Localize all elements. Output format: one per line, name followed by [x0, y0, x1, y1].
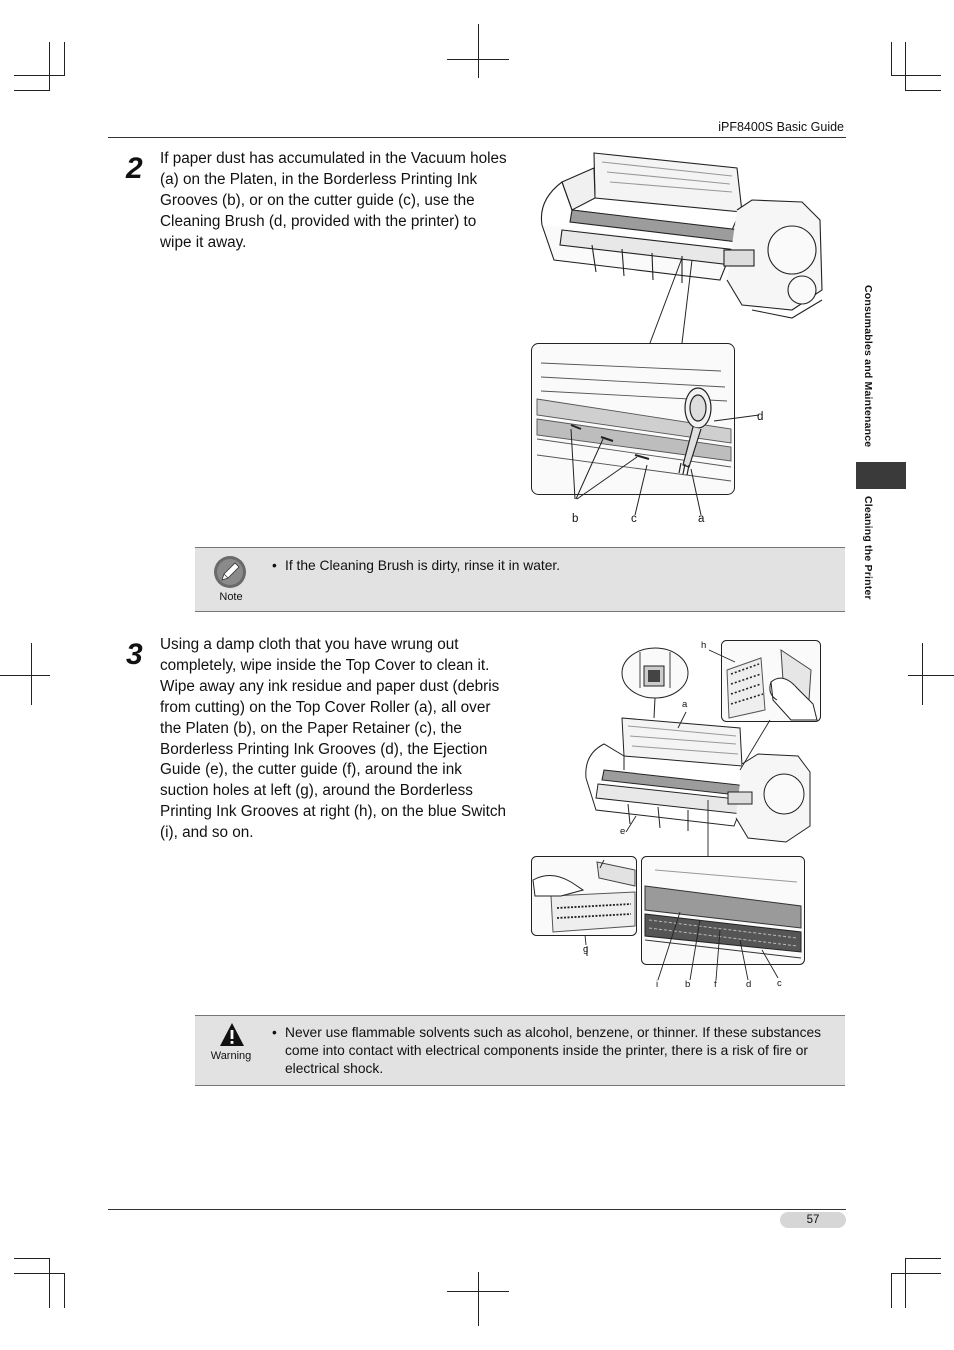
step-text: If paper dust has accumulated in the Vac… [160, 150, 507, 251]
header-rule [108, 137, 846, 138]
note-pencil-icon [214, 556, 246, 588]
sidebar-section: Consumables and Maintenance [862, 285, 874, 448]
footer-rule [108, 1209, 846, 1210]
warning-text: • Never use flammable solvents such as a… [272, 1024, 833, 1078]
figure-label-c: c [631, 513, 637, 525]
sidebar-subsection: Cleaning the Printer [862, 496, 874, 600]
printer-open-illustration [585, 717, 811, 843]
page-number: 57 [780, 1212, 846, 1228]
step-number: 2 [126, 152, 143, 185]
note-body: If the Cleaning Brush is dirty, rinse it… [285, 558, 561, 573]
note-label: Note [219, 591, 243, 603]
figure-label-d: d [757, 411, 764, 423]
sidebar-tab [856, 462, 906, 489]
figure-label-a: a [682, 699, 688, 710]
warning-label: Warning [210, 1050, 252, 1062]
bullet: • [272, 1025, 277, 1040]
figure-label-e: e [620, 826, 626, 837]
right-groove-closeup-illustration [721, 640, 821, 722]
note-box: Note • If the Cleaning Brush is dirty, r… [195, 547, 845, 612]
roller-closeup-illustration [621, 647, 689, 719]
figure-label-c: c [777, 978, 782, 989]
header-title: iPF8400S Basic Guide [718, 120, 844, 134]
figure-label-i: i [656, 979, 659, 990]
figure-label-d: d [746, 979, 752, 990]
step-number: 3 [126, 638, 143, 671]
step-text: Using a damp cloth that you have wrung o… [160, 636, 507, 842]
left-suction-closeup-illustration [531, 856, 637, 956]
figure-label-b: b [685, 979, 691, 990]
printer-illustration [540, 152, 823, 344]
warning-box: Warning • Never use flammable solvents s… [195, 1015, 845, 1086]
bullet: • [272, 558, 277, 573]
figure-label-a: a [698, 513, 705, 525]
figure-label-g: g [583, 944, 589, 955]
warning-triangle-icon [220, 1023, 244, 1046]
platen-closeup-illustration [531, 343, 760, 516]
platen-detail-illustration [641, 856, 805, 965]
figure-label-b: b [572, 513, 579, 525]
warning-body: Never use flammable solvents such as alc… [285, 1025, 822, 1076]
figure-label-f: f [714, 979, 717, 990]
note-text: • If the Cleaning Brush is dirty, rinse … [272, 557, 825, 575]
figure-label-h: h [701, 640, 707, 651]
